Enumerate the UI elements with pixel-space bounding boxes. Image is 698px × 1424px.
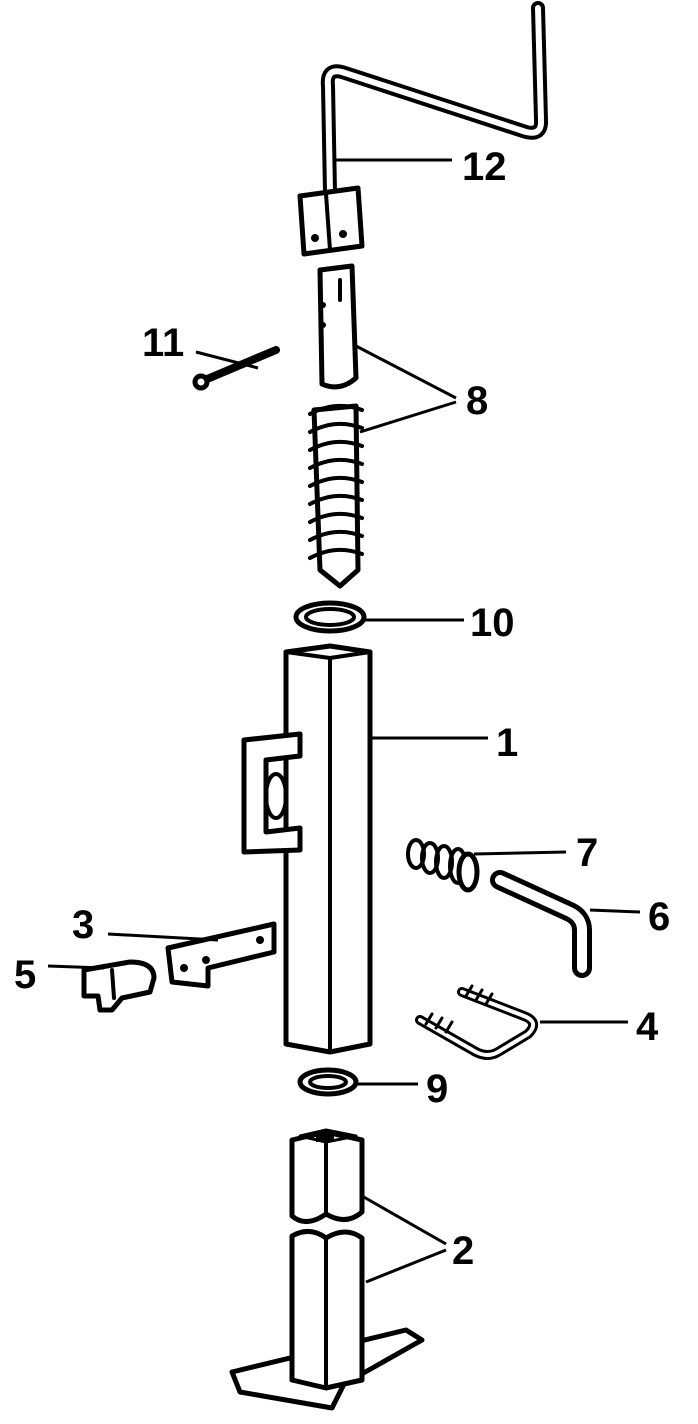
callout-5: 5 <box>14 953 36 997</box>
callout-11: 11 <box>142 321 184 365</box>
pin-part <box>192 346 280 391</box>
leader-11 <box>195 350 259 370</box>
leader-7 <box>473 850 567 856</box>
callout-2: 2 <box>452 1229 474 1273</box>
callout-labels: 12 11 8 10 1 7 6 3 5 4 9 2 <box>14 145 670 1273</box>
callout-8: 8 <box>466 379 488 423</box>
callout-7: 7 <box>576 831 598 875</box>
leader-8b <box>359 400 457 434</box>
inner-tube-part <box>229 1128 425 1411</box>
leader-6 <box>589 908 641 914</box>
latch-part <box>81 959 157 1013</box>
leader-3 <box>107 932 219 942</box>
callout-10: 10 <box>470 601 515 645</box>
outer-tube-part <box>241 643 373 1055</box>
threaded-spindle <box>308 403 364 589</box>
u-bolt-part <box>415 984 539 1060</box>
callout-6: 6 <box>648 895 670 939</box>
callout-4: 4 <box>636 1005 659 1049</box>
callout-12: 12 <box>462 145 507 189</box>
crank-handle-part <box>297 1 549 257</box>
leader-2a <box>361 1194 447 1246</box>
lower-washer-part <box>297 1067 359 1097</box>
callout-3: 3 <box>72 903 94 947</box>
callout-9: 9 <box>426 1067 448 1111</box>
leader-8a <box>355 344 457 400</box>
bracket-part <box>165 921 277 989</box>
leader-5 <box>47 964 105 970</box>
callout-1: 1 <box>496 721 518 765</box>
upper-washer-part <box>293 600 367 634</box>
leader-lines <box>47 158 641 1284</box>
leader-2b <box>365 1248 447 1284</box>
spindle-assembly-part <box>308 263 364 589</box>
spring-part <box>406 838 480 893</box>
locking-pin-part <box>490 870 592 978</box>
